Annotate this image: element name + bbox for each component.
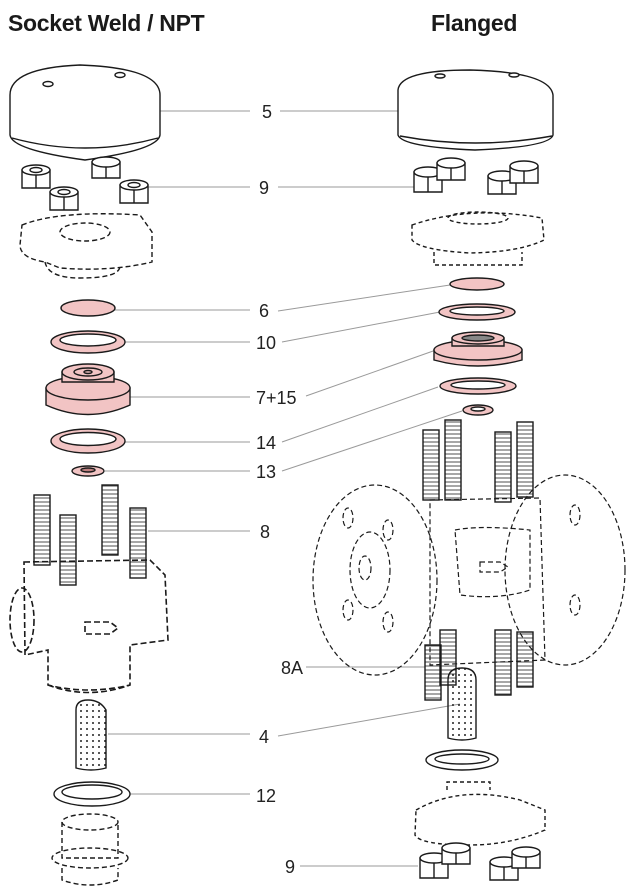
- leader-lines: [105, 110, 463, 867]
- cap-part-5-flanged: [397, 69, 554, 151]
- callout-9-bottom: 9: [285, 857, 296, 877]
- callout-5: 5: [262, 102, 273, 122]
- leader-right-14: [281, 386, 439, 443]
- leader-right-10: [281, 311, 441, 343]
- nuts-part-9: [21, 156, 149, 211]
- bottom-cover-dashed-flanged: [414, 781, 546, 846]
- seat-part-7-15-flanged: [433, 331, 523, 367]
- plug-dashed: [51, 813, 129, 886]
- body-flanged-dashed: [312, 474, 626, 676]
- leader-right-13: [281, 410, 463, 472]
- nuts-part-9-flanged: [413, 157, 539, 195]
- disc-part-6: [60, 299, 116, 317]
- strainer-screen-part-4: [75, 699, 107, 771]
- callout-8: 8: [260, 522, 271, 542]
- leader-right-6: [277, 284, 451, 312]
- gasket-part-14-flanged: [439, 377, 517, 395]
- callout-14: 14: [256, 433, 277, 453]
- cap-part-5: [9, 64, 161, 161]
- gasket-part-10-flanged: [438, 303, 516, 321]
- callout-12: 12: [256, 786, 277, 806]
- variant-title-flanged: Flanged: [431, 10, 518, 36]
- seat-part-7-15: [45, 363, 131, 416]
- leader-right-4: [277, 703, 461, 737]
- callout-4: 4: [259, 727, 270, 747]
- callout-10: 10: [256, 333, 277, 353]
- callout-13: 13: [256, 462, 277, 482]
- socket-weld-assembly: [9, 64, 169, 886]
- body-flange-dashed: [19, 213, 153, 279]
- gasket-part-10: [50, 330, 126, 354]
- body-flange-dashed-flanged: [411, 211, 545, 266]
- leader-right-7-15: [305, 349, 437, 397]
- variant-title-socket-weld: Socket Weld / NPT: [8, 10, 205, 36]
- gasket-part-12-flanged: [425, 749, 499, 771]
- callout-6: 6: [259, 301, 270, 321]
- gasket-part-14: [50, 428, 126, 454]
- studs-part-8: [33, 484, 147, 586]
- gasket-part-13-flanged: [462, 404, 494, 416]
- gasket-part-13: [71, 465, 105, 477]
- callout-7-15: 7+15: [256, 388, 297, 408]
- callout-8A: 8A: [281, 658, 304, 678]
- strainer-screen-part-4-flanged: [447, 667, 477, 741]
- studs-top-flanged: [422, 419, 534, 503]
- body-socket-weld-dashed: [9, 559, 169, 694]
- gasket-part-12: [53, 781, 131, 807]
- nuts-part-9-bottom-flanged: [419, 842, 541, 881]
- disc-part-6-flanged: [449, 277, 505, 291]
- flanged-assembly: [312, 69, 626, 881]
- studs-part-8A: [424, 629, 534, 701]
- callout-9: 9: [259, 178, 270, 198]
